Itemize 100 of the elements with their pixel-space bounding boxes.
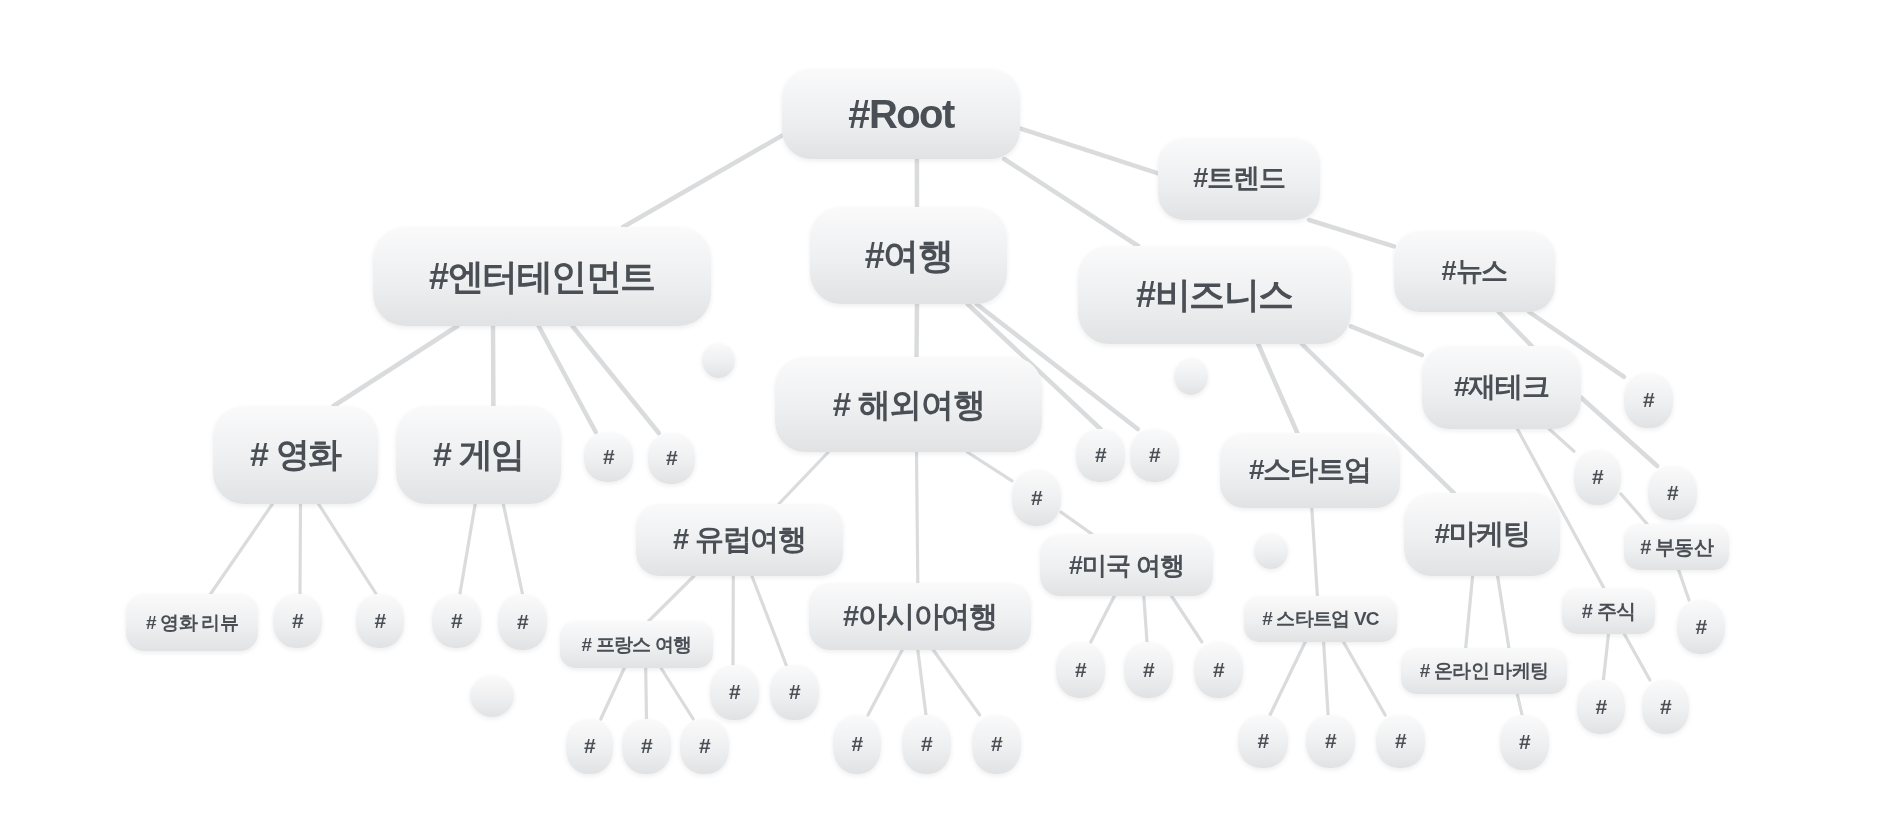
hashtag-text: # bbox=[1075, 657, 1086, 683]
connector-line bbox=[1619, 492, 1649, 526]
connector-line bbox=[931, 648, 982, 717]
hashtag-text: # 게임 bbox=[433, 435, 524, 475]
connector-line bbox=[1601, 632, 1611, 682]
tag-bubble bbox=[770, 665, 819, 720]
tag-bubble bbox=[273, 594, 322, 648]
hashtag-text: # 스타트업 VC bbox=[1262, 608, 1379, 630]
topic-box bbox=[396, 406, 561, 504]
connector-line bbox=[1310, 506, 1319, 598]
topic-box bbox=[373, 227, 711, 326]
connector-line bbox=[750, 574, 788, 667]
topic-box bbox=[1404, 493, 1560, 576]
topic-box bbox=[1220, 433, 1400, 508]
topic-box bbox=[810, 207, 1007, 304]
hashtag-text: # bbox=[699, 734, 710, 759]
topic-box bbox=[1562, 588, 1655, 634]
tag-bubble bbox=[1124, 642, 1173, 698]
tag-bubble bbox=[1577, 680, 1625, 734]
connector-line bbox=[1547, 427, 1576, 453]
hashtag-text: # bbox=[1667, 480, 1678, 506]
connector-line bbox=[731, 574, 735, 667]
tag-bubble bbox=[1677, 600, 1725, 654]
connector-line bbox=[570, 323, 662, 436]
hashtag-text: # bbox=[641, 734, 652, 759]
hashtag-text: # bbox=[991, 732, 1002, 757]
connector-line bbox=[331, 323, 460, 409]
hashtag-text: # 부동산 bbox=[1640, 535, 1713, 559]
topic-box bbox=[1401, 648, 1567, 694]
topic-box bbox=[213, 406, 378, 504]
topic-box bbox=[1422, 346, 1581, 429]
tag-bubble bbox=[1574, 450, 1621, 505]
tag-bubble bbox=[648, 433, 695, 484]
hashtag-text: # bbox=[1213, 657, 1224, 683]
connector-line bbox=[1089, 594, 1116, 644]
hashtag-text: # bbox=[1095, 443, 1106, 468]
topic-box bbox=[775, 357, 1042, 452]
topic-box bbox=[1394, 231, 1555, 312]
connector-line bbox=[599, 666, 626, 721]
connector-line bbox=[620, 133, 785, 230]
hashtag-text: # bbox=[451, 608, 462, 634]
empty-bubble bbox=[1254, 533, 1288, 569]
empty-bubble bbox=[702, 343, 735, 378]
connector-line bbox=[1515, 692, 1524, 717]
hashtag-text: #엔터테인먼트 bbox=[429, 255, 655, 298]
connector-line bbox=[777, 450, 830, 506]
hashtag-text: # bbox=[1325, 729, 1336, 754]
connector-line bbox=[490, 323, 496, 409]
connector-line bbox=[1464, 574, 1475, 650]
hashtag-text: # 프랑스 여행 bbox=[581, 633, 692, 656]
tag-bubble bbox=[1500, 715, 1549, 770]
topic-box bbox=[636, 504, 843, 576]
hashtag-text: #비즈니스 bbox=[1136, 274, 1293, 316]
hashtag-text: # bbox=[851, 732, 863, 757]
hashtag-text: # bbox=[666, 446, 677, 471]
hashtag-text: #미국 여행 bbox=[1069, 550, 1184, 580]
topic-box bbox=[126, 594, 258, 651]
connector-line bbox=[501, 502, 525, 596]
topic-box bbox=[1040, 534, 1213, 596]
hashtag-text: #아시아여행 bbox=[842, 599, 998, 634]
tag-bubble bbox=[1130, 429, 1179, 482]
tag-bubble bbox=[498, 594, 547, 650]
tag-bubble bbox=[1012, 470, 1061, 526]
tag-bubble bbox=[710, 665, 759, 720]
connector-line bbox=[1341, 640, 1387, 717]
connector-line bbox=[1306, 217, 1397, 249]
connector-line bbox=[1677, 568, 1691, 602]
hashtag-text: # bbox=[789, 680, 800, 705]
hashtag-text: # bbox=[1519, 730, 1530, 755]
hashtag-text: # 영화 bbox=[250, 435, 341, 475]
connector-line bbox=[866, 648, 904, 717]
hashtag-text: #마케팅 bbox=[1434, 518, 1530, 551]
connector-line bbox=[1059, 510, 1094, 536]
connector-line bbox=[916, 648, 928, 717]
empty-bubble bbox=[470, 675, 514, 717]
connector-line bbox=[298, 502, 303, 596]
connector-line bbox=[1496, 309, 1534, 349]
hashtag-text: #재테크 bbox=[1453, 371, 1550, 404]
tag-bubble bbox=[584, 432, 633, 482]
hashtag-text: # bbox=[1149, 443, 1160, 468]
tag-bubble bbox=[1376, 715, 1425, 768]
hashtag-text: # 해외여행 bbox=[832, 385, 985, 424]
connector-line bbox=[1268, 640, 1307, 717]
hashtag-text: # bbox=[729, 680, 740, 705]
connector-line bbox=[1299, 341, 1457, 496]
tag-bubble bbox=[432, 594, 481, 648]
connector-line bbox=[659, 666, 695, 721]
hashtag-text: #스타트업 bbox=[1249, 454, 1371, 487]
tag-bubble bbox=[1648, 466, 1697, 520]
connector-line bbox=[1515, 427, 1606, 590]
hashtag-text: # 주식 bbox=[1581, 599, 1636, 623]
hashtag-text: # bbox=[1592, 465, 1603, 490]
tag-bubble bbox=[1194, 642, 1243, 698]
connector-line bbox=[965, 450, 1014, 483]
empty-bubble bbox=[1174, 358, 1208, 395]
connector-line bbox=[1496, 574, 1511, 650]
hashtag-text: #뉴스 bbox=[1441, 255, 1508, 287]
hashtag-text: # bbox=[1595, 694, 1607, 720]
tag-bubble bbox=[833, 715, 881, 774]
tag-bubble bbox=[680, 719, 729, 774]
